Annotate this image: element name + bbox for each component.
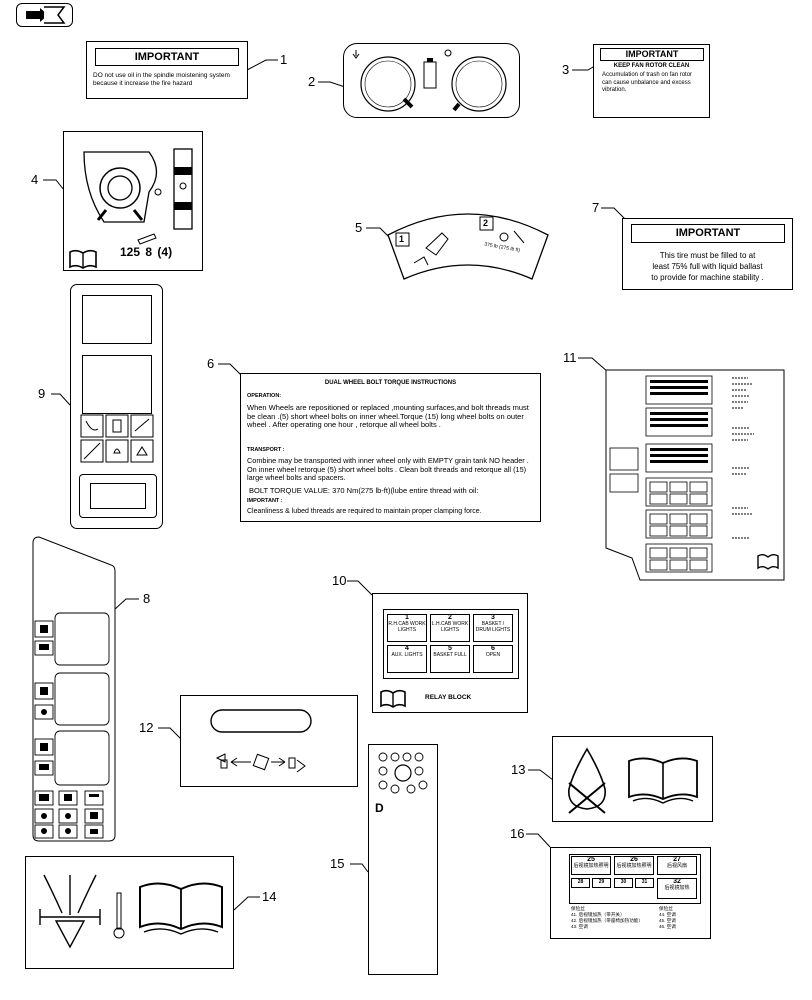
callout-4: 4 [31,172,39,187]
callout-3: 3 [562,62,570,77]
gauge-cluster-icon [352,49,507,112]
pill-arrow-icon [210,709,312,773]
decal-1-text: DO not use oil in the spindle moistening… [93,72,230,87]
decal-7-line3: to provide for machine stability . [651,273,764,282]
decal-6-dual-wheel-torque: DUAL WHEEL BOLT TORQUE INSTRUCTIONS OPER… [240,373,541,522]
cn-grid-frame [569,854,701,904]
callout-14: 14 [262,889,277,904]
manual-book-icon [139,882,223,935]
manual-book-icon [628,757,698,804]
decal-7-important-banner: IMPORTANT [631,224,785,243]
decal-12-pill-diagram [180,695,358,787]
manual-book-icon [69,249,97,269]
no-fluid-drop-icon [568,747,606,814]
callout-16: 16 [510,826,525,841]
decal-6-title: DUAL WHEEL BOLT TORQUE INSTRUCTIONS [324,380,457,386]
back-arrow-icon [26,6,66,24]
decal-3-subtitle: KEEP FAN ROTOR CLEAN [613,63,690,69]
panel-display-middle [82,355,152,414]
decal-7-tire-ballast: IMPORTANT This tire must be filled to at… [622,218,793,290]
decal-3-important-banner: IMPORTANT [600,48,704,61]
button-array-icon [378,752,428,794]
cn-cell-29: 29 [592,878,611,888]
callout-7: 7 [592,200,600,215]
decal-6-important-label: IMPORTANT : [247,498,283,504]
decal-6-operation-text: When Wheels are repositioned or replaced… [247,403,529,430]
callout-15: 15 [330,856,345,871]
manual-book-icon [380,689,406,708]
back-nav-button[interactable] [16,3,73,27]
callout-12: 12 [139,720,154,735]
relay-grid-frame [383,609,519,679]
callout-10: 10 [332,573,347,588]
callout-8: 8 [143,591,151,606]
decal-5-arc-instruction: 1 2 375 lb (275 lb ft) [384,203,552,281]
callout-9: 9 [38,386,46,401]
decal-13-no-fluid [552,736,713,822]
decal-7-line2: least 75% full with liquid ballast [652,262,763,271]
panel-display-top [82,295,152,344]
decal-6-transport-text: Combine may be transported with inner wh… [247,456,529,483]
panel-lower-window [79,474,157,518]
decal-6-operation-label: OPERATION: [247,393,282,399]
decal-5-step1: 1 [399,234,405,244]
decal-9-control-panel [70,284,163,529]
decal-5-step2: 2 [483,218,489,228]
cn-cell-31: 31 [635,878,654,888]
decal-3-fan-rotor: IMPORTANT KEEP FAN ROTOR CLEAN Accumulat… [593,44,710,118]
lubrication-arrow-icon [39,874,101,949]
callout-6: 6 [207,356,215,371]
decal-6-important-text: Cleanliness & lubed threads are required… [247,508,482,515]
decal-10-title: RELAY BLOCK [425,694,472,701]
manual-book-icon [757,554,779,570]
decal-15-key-panel: D [368,744,438,975]
decal-7-line1: This tire must be filled to at [659,251,756,260]
decal-8-side-panel [29,535,117,845]
decal-11-fuse-chart [600,368,786,582]
decal-2-gauge-panel [343,43,520,118]
decal-14-lubrication [25,856,234,969]
callout-13: 13 [511,762,526,777]
decal-4-hub-torque: 125 8 (4) [63,131,203,271]
panel-buttons-icon [80,414,154,463]
decal-4-torque: 125 8 (4) [120,245,173,259]
arc-decal-shape [387,213,549,280]
callout-2: 2 [308,74,316,89]
cn-cell-30: 30 [614,878,633,888]
cn-cell-28: 28 [571,878,590,888]
decal-15-letter: D [375,801,384,815]
thermometer-icon [113,892,125,939]
callout-1: 1 [280,52,288,67]
wheel-hub-icon [83,148,193,245]
side-panel-shape [32,536,116,842]
decal-3-text: Accumulation of trash on fan rotor can c… [602,72,693,93]
decal-1-important-banner: IMPORTANT [95,48,239,66]
decal-1-oil-warning: IMPORTANT DO not use oil in the spindle … [86,41,248,99]
callout-11: 11 [563,350,577,365]
fuse-chart-layout [605,369,785,581]
decal-6-transport-label: TRANSPORT : [247,447,285,453]
callout-5: 5 [355,220,363,235]
decal-6-torque-value: BOLT TORQUE VALUE: 370 Nm(275 lb-ft)(lub… [249,486,479,495]
